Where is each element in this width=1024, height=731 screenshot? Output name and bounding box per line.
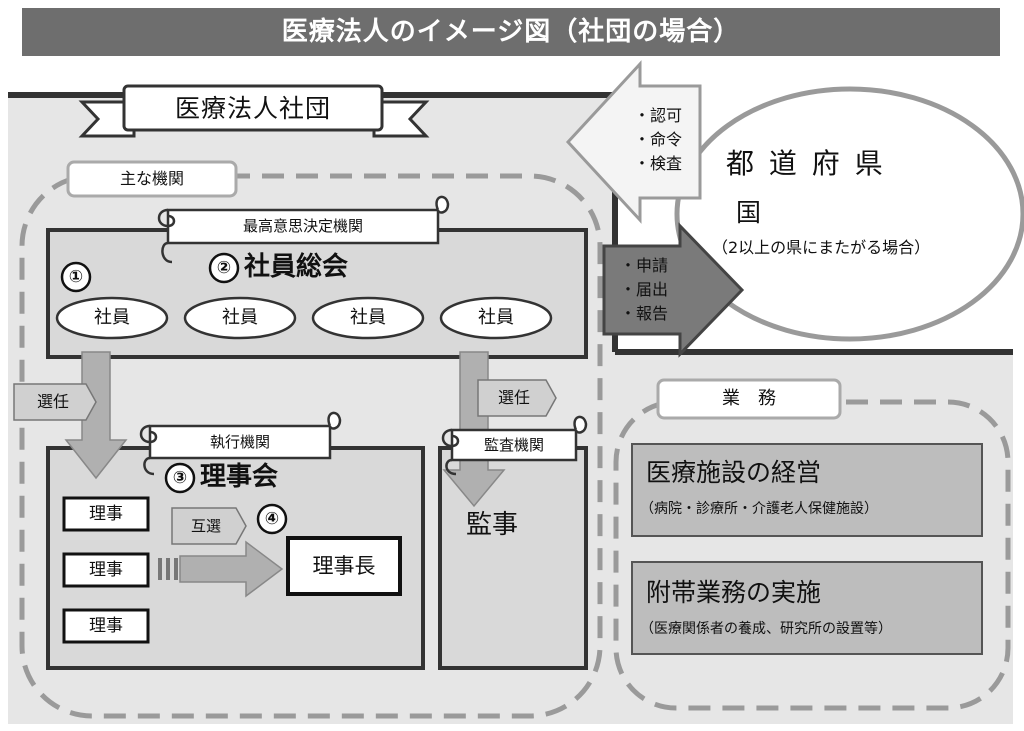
election-tag-right (477, 379, 557, 417)
main-organs-label: 主な機関 (119, 169, 184, 188)
member-number: ① (68, 266, 84, 287)
executive-organ-tag: 執行機関 (209, 432, 270, 451)
member-ellipse-3 (311, 296, 425, 340)
business-item-2-sub: （医療関係者の養成、研究所の設置等） (640, 621, 892, 637)
member-3: 社員 (350, 307, 386, 328)
business-box-2 (631, 561, 983, 655)
from-government-list: ・認可 ・命令 ・検査 (634, 104, 682, 176)
arrow-tick-1 (158, 558, 162, 580)
business-box-1 (631, 443, 983, 537)
member-2: 社員 (222, 307, 258, 328)
member-4: 社員 (478, 307, 514, 328)
business-tab (656, 378, 842, 420)
scroll-curl-left-executive (139, 424, 158, 476)
member-1: 社員 (94, 307, 130, 328)
director-box-1 (62, 496, 150, 532)
to-government-item-3: ・報告 (620, 304, 669, 323)
number-circle-1 (60, 261, 92, 293)
arrow-from-government (565, 60, 702, 224)
election-label-right: 選任 (497, 388, 530, 407)
prefecture-name: 都 道 府 県 (726, 147, 886, 180)
number-circle-4 (256, 503, 288, 535)
director-1: 理事 (89, 503, 123, 524)
scroll-tag-executive (148, 424, 332, 460)
scroll-tag-supreme (166, 208, 440, 245)
chair-box (286, 536, 402, 596)
from-government-item-1: ・認可 (634, 106, 683, 125)
mutual-election-label: 互選 (190, 516, 221, 535)
auditor-name: 監事 (466, 510, 519, 540)
general-meeting-number: ② (216, 257, 232, 278)
nation-note: （2以上の県にまたがる場合） (712, 238, 931, 257)
member-ellipse-1 (55, 296, 169, 340)
scroll-curl-right-audit (573, 415, 588, 434)
number-circle-2 (208, 252, 240, 284)
scroll-curl-left-audit (441, 428, 460, 476)
banner-box (122, 84, 384, 132)
main-organs-tab (66, 160, 238, 198)
board-number: ③ (172, 467, 188, 488)
business-item-1-title: 医療施設の経営 (646, 458, 822, 487)
arrow-tick-3 (174, 558, 178, 580)
audit-organ-tag: 監査機関 (483, 435, 544, 454)
director-box-2 (62, 552, 150, 588)
page-title: 医療法人のイメージ図（社団の場合） (281, 17, 741, 47)
mutual-election-tag (171, 507, 247, 545)
election-tag-left (13, 383, 97, 421)
arrow-to-government (602, 222, 745, 358)
to-government-list: ・申請 ・届出 ・報告 (620, 254, 668, 326)
title-bar (22, 8, 1000, 56)
to-government-item-1: ・申請 (620, 256, 669, 275)
chair-name: 理事長 (312, 553, 376, 578)
scroll-curl-right-supreme (435, 195, 450, 214)
member-ellipse-4 (439, 296, 553, 340)
scroll-curl-right-executive (327, 411, 342, 430)
election-arrow-left (64, 351, 128, 480)
mutual-election-arrow (179, 540, 284, 598)
number-circle-3 (164, 462, 196, 494)
business-item-1-sub: （病院・診療所・介護老人保健施設） (640, 501, 878, 517)
director-2: 理事 (89, 559, 123, 580)
arrow-tick-2 (166, 558, 170, 580)
main-organs-dashed (19, 173, 603, 719)
corporation-label: 医療法人社団 (174, 93, 331, 123)
from-government-item-3: ・検査 (634, 154, 683, 173)
to-government-item-2: ・届出 (620, 280, 669, 299)
scroll-tag-audit (450, 428, 578, 462)
director-box-3 (62, 608, 150, 644)
nation-name: 国 (736, 198, 762, 227)
supreme-organ-tag: 最高意思決定機関 (242, 217, 363, 235)
business-item-2-title: 附帯業務の実施 (646, 578, 822, 607)
scroll-curl-left-supreme (157, 208, 176, 264)
general-meeting-name: 社員総会 (244, 252, 349, 282)
director-3: 理事 (89, 615, 123, 636)
chair-number: ④ (264, 508, 280, 529)
election-label-left: 選任 (36, 392, 69, 411)
board-name: 理事会 (200, 462, 279, 492)
business-label: 業 務 (722, 388, 776, 409)
from-government-item-2: ・命令 (634, 130, 683, 149)
government-ellipse (674, 86, 1024, 342)
member-ellipse-2 (183, 296, 297, 340)
